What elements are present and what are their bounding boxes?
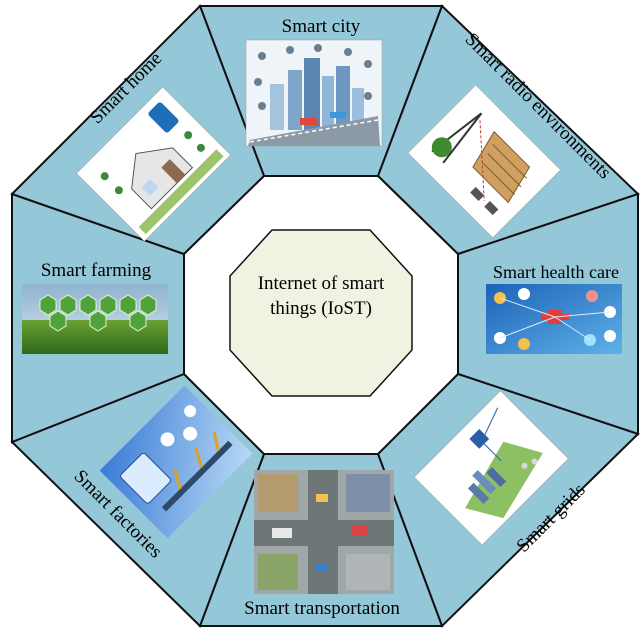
- label-smart-farming: Smart farming: [41, 260, 152, 281]
- center-title-line1: Internet of smart: [258, 273, 385, 294]
- power-grid-illustration: [413, 390, 569, 546]
- city-illustration: [245, 39, 383, 147]
- center-title-line2: things (IoST): [270, 298, 372, 319]
- label-smart-city: Smart city: [282, 16, 361, 37]
- radio-environment-illustration: [407, 84, 561, 239]
- label-smart-transportation: Smart transportation: [244, 598, 400, 619]
- health-care-illustration: [486, 284, 622, 354]
- center-octagon: [229, 229, 413, 397]
- farm-field-illustration: [22, 284, 168, 354]
- traffic-intersection-illustration: [254, 470, 394, 594]
- label-smart-health-care: Smart health care: [493, 262, 619, 282]
- factory-robot-illustration: [99, 385, 253, 539]
- house-illustration: [76, 86, 231, 242]
